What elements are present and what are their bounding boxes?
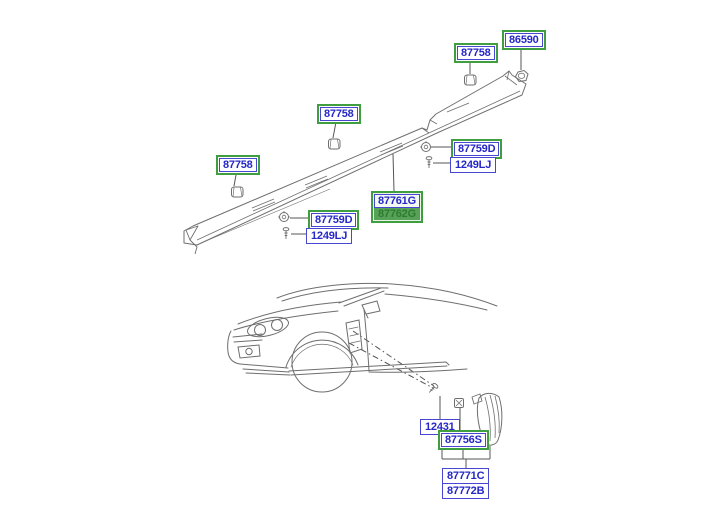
- part-label-mudguard[interactable]: 87756S: [438, 430, 489, 450]
- part-label-text: 87759D: [311, 213, 357, 227]
- mounting-screw-icon: [428, 382, 439, 393]
- part-label-kit-lower[interactable]: 87772B: [442, 483, 490, 499]
- part-label-text: 87759D: [454, 142, 500, 156]
- part-label-grommet-left[interactable]: 87759D: [308, 210, 360, 230]
- screw-icon-left: [282, 227, 290, 239]
- part-label-clip-left[interactable]: 87758: [216, 155, 260, 175]
- selected-part-primary: 87761G: [374, 194, 420, 208]
- part-label-clip-top[interactable]: 87758: [454, 43, 498, 63]
- part-label-text: 87772B: [447, 485, 485, 497]
- clip-icon-left: [231, 186, 244, 198]
- screw-icon-right: [425, 156, 433, 168]
- part-label-text: 87756S: [441, 433, 486, 447]
- sill-moulding-drawing[interactable]: [183, 70, 527, 255]
- part-label-text: 86590: [505, 33, 543, 47]
- part-label-text: 87758: [457, 46, 495, 60]
- part-label-text: 1249LJ: [455, 159, 492, 171]
- mounting-clip-icon: [454, 398, 464, 408]
- grommet-icon-left: [278, 211, 290, 222]
- part-label-screw-left[interactable]: 1249LJ: [306, 228, 353, 244]
- nut-icon: [514, 69, 529, 83]
- leader-lines: [233, 48, 522, 468]
- part-label-kit-upper[interactable]: 87771C: [442, 468, 490, 484]
- reference-dash-lines: [348, 330, 435, 389]
- part-label-text: 87758: [320, 107, 358, 121]
- grommet-icon-right: [420, 141, 432, 152]
- part-label-text: 1249LJ: [311, 230, 348, 242]
- car-drawing: [227, 282, 498, 393]
- clip-icon-mid: [328, 138, 341, 150]
- part-label-grommet-right[interactable]: 87759D: [451, 139, 503, 159]
- part-label-nut[interactable]: 86590: [502, 30, 546, 50]
- selected-part-secondary: 87762G: [374, 208, 420, 220]
- part-label-text: 87771C: [447, 470, 485, 482]
- part-label-selected[interactable]: 87761G 87762G: [371, 191, 423, 223]
- part-label-screw-right[interactable]: 1249LJ: [450, 157, 497, 173]
- part-label-clip-mid[interactable]: 87758: [317, 104, 361, 124]
- clip-icon-top: [464, 74, 477, 86]
- part-label-mudguard-kit: 87771C 87772B: [442, 468, 490, 499]
- part-label-text: 87758: [219, 158, 257, 172]
